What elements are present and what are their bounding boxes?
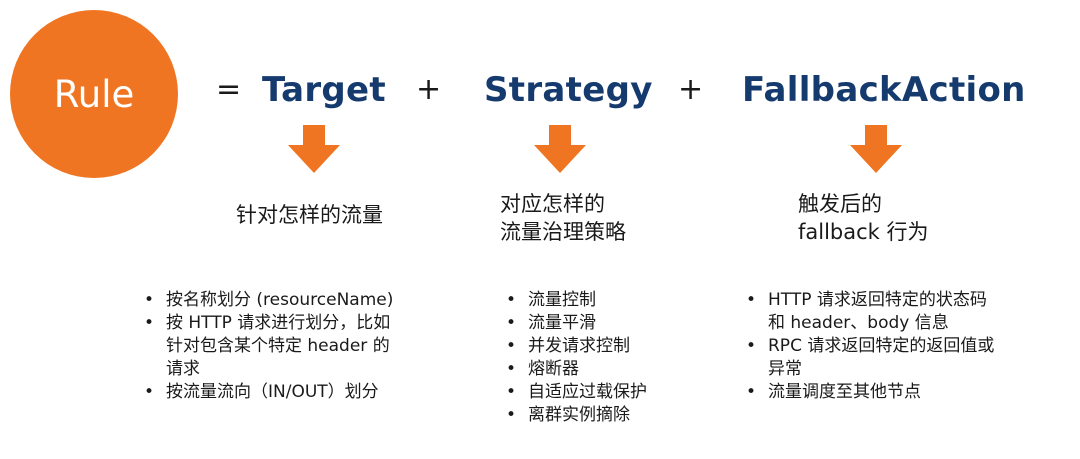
rule-label: Rule — [53, 72, 135, 116]
list-item: 流量控制 — [502, 289, 647, 312]
list-item: RPC 请求返回特定的返回值或 异常 — [742, 335, 994, 381]
list-item: 流量调度至其他节点 — [742, 381, 994, 404]
fallback-description: 触发后的 fallback 行为 — [798, 190, 929, 246]
list-item-text: 按名称划分 (resourceName) — [166, 290, 394, 310]
down-arrow-icon — [288, 125, 340, 173]
list-item: 按 HTTP 请求进行划分，比如 针对包含某个特定 header 的 请求 — [140, 312, 393, 381]
strategy-description-line: 流量治理策略 — [500, 220, 626, 244]
list-item: 按流量流向（IN/OUT）划分 — [140, 381, 393, 404]
list-item-text: 并发请求控制 — [528, 336, 630, 356]
list-item-text: 请求 — [166, 359, 200, 379]
list-item-text: 按流量流向（IN/OUT）划分 — [166, 382, 379, 402]
list-item-text: 针对包含某个特定 header 的 — [166, 336, 390, 356]
fallback-description-line: 触发后的 — [798, 192, 882, 216]
list-item-text: 自适应过载保护 — [528, 382, 647, 402]
list-item: 按名称划分 (resourceName) — [140, 289, 393, 312]
list-item-text: 和 header、body 信息 — [768, 313, 949, 333]
equals-sign: = — [216, 72, 242, 107]
strategy-description-line: 对应怎样的 — [500, 192, 605, 216]
list-item-text: 异常 — [768, 359, 802, 379]
list-item-text: 流量平滑 — [528, 313, 596, 333]
plus-sign-2: + — [678, 72, 704, 107]
target-description: 针对怎样的流量 — [236, 201, 383, 229]
list-item-text: 熔断器 — [528, 359, 579, 379]
down-arrow-icon — [850, 125, 902, 173]
list-item-text: RPC 请求返回特定的返回值或 — [768, 336, 995, 356]
strategy-bullet-list: 流量控制 流量平滑 并发请求控制 熔断器 自适应过载保护 离群实例摘除 — [502, 289, 647, 427]
list-item-text: 流量控制 — [528, 290, 596, 310]
term-strategy: Strategy — [484, 70, 653, 110]
list-item: 熔断器 — [502, 358, 647, 381]
list-item: 离群实例摘除 — [502, 404, 647, 427]
rule-circle: Rule — [10, 10, 178, 178]
term-fallback-action: FallbackAction — [742, 70, 1026, 110]
plus-sign-1: + — [416, 72, 442, 107]
list-item-text: 离群实例摘除 — [528, 405, 630, 425]
list-item: 自适应过载保护 — [502, 381, 647, 404]
fallback-bullet-list: HTTP 请求返回特定的状态码 和 header、body 信息 RPC 请求返… — [742, 289, 994, 404]
list-item-text: 按 HTTP 请求进行划分，比如 — [166, 313, 391, 333]
list-item-text: HTTP 请求返回特定的状态码 — [768, 290, 987, 310]
list-item: HTTP 请求返回特定的状态码 和 header、body 信息 — [742, 289, 994, 335]
target-description-line: 针对怎样的流量 — [236, 203, 383, 227]
target-bullet-list: 按名称划分 (resourceName) 按 HTTP 请求进行划分，比如 针对… — [140, 289, 393, 404]
strategy-description: 对应怎样的 流量治理策略 — [500, 190, 626, 246]
list-item: 并发请求控制 — [502, 335, 647, 358]
list-item: 流量平滑 — [502, 312, 647, 335]
down-arrow-icon — [534, 125, 586, 173]
term-target: Target — [262, 70, 386, 110]
fallback-description-line: fallback 行为 — [798, 220, 929, 244]
list-item-text: 流量调度至其他节点 — [768, 382, 921, 402]
